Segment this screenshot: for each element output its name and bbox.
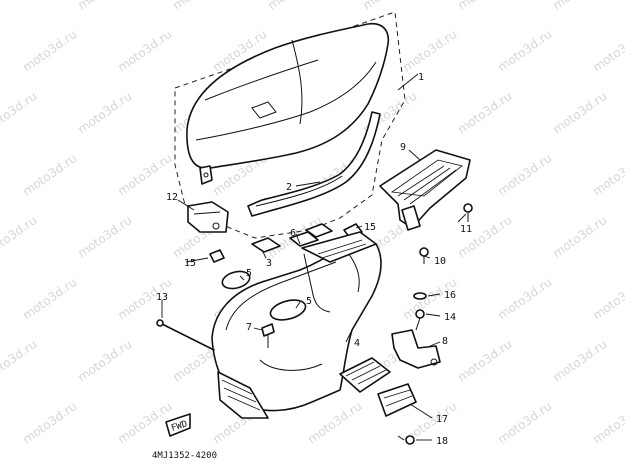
watermark-text: moto3d.ru — [115, 27, 174, 74]
watermark-text: moto3d.ru — [75, 213, 134, 260]
watermark-text: moto3d.ru — [455, 0, 514, 12]
watermark-text: moto3d.ru — [20, 151, 79, 198]
part-numbers: 1 2 3 4 5 5 6 7 8 9 10 11 12 13 14 15 15… — [156, 72, 472, 447]
part-label-13: 13 — [156, 292, 168, 303]
lid-5-right — [269, 299, 307, 321]
part-label-5-right: 5 — [306, 296, 312, 307]
watermark-text: moto3d.ru — [20, 27, 79, 74]
fastener-10 — [419, 247, 429, 264]
bolt-13 — [156, 319, 215, 351]
part-label-9: 9 — [400, 142, 406, 153]
watermark-text: moto3d.ru — [550, 213, 609, 260]
part-label-6: 6 — [290, 228, 296, 239]
part-label-15-left: 15 — [184, 258, 196, 269]
part-label-1: 1 — [418, 72, 424, 83]
part-label-4: 4 — [354, 338, 360, 349]
pad-6b — [305, 223, 333, 238]
diagram-code: 4MJ1352-4200 — [152, 451, 217, 461]
part-label-3: 3 — [266, 258, 272, 269]
part-label-17: 17 — [436, 414, 448, 425]
fastener-15-left — [209, 249, 225, 263]
watermark-text: moto3d.ru — [75, 337, 134, 384]
watermark-text: moto3d.ru — [455, 89, 514, 136]
watermark-text: moto3d.ru — [495, 399, 554, 446]
watermark-text: moto3d.ru — [495, 275, 554, 322]
lid-5-left — [221, 270, 251, 290]
watermark-text: moto3d.ru — [75, 0, 134, 12]
watermark-text: moto3d.ru — [590, 27, 625, 74]
part-label-15-top: 15 — [364, 222, 376, 233]
fwd-arrow-icon: FWD — [165, 413, 191, 437]
part-label-16: 16 — [444, 290, 456, 301]
watermark-text: moto3d.ru — [550, 337, 609, 384]
part-label-8: 8 — [442, 336, 448, 347]
screw-7 — [261, 323, 275, 348]
cover-17 — [377, 383, 417, 417]
part-label-14: 14 — [444, 312, 456, 323]
watermark-text: moto3d.ru — [305, 399, 364, 446]
watermark-text: moto3d.ru — [550, 0, 609, 12]
part-label-5-left: 5 — [246, 268, 252, 279]
part-label-7: 7 — [246, 322, 252, 333]
leader-lines — [161, 73, 467, 441]
part-label-10: 10 — [434, 256, 446, 267]
watermark-text: moto3d.ru — [400, 27, 459, 74]
watermark-text: moto3d.ru — [75, 89, 134, 136]
watermark-text: moto3d.ru — [20, 399, 79, 446]
hinge — [187, 201, 229, 233]
watermark-text: moto3d.ru — [455, 213, 514, 260]
watermark-text: moto3d.ru — [20, 275, 79, 322]
watermark-text: moto3d.ru — [170, 0, 229, 12]
watermark-text: moto3d.ru — [0, 337, 40, 384]
watermark-text: moto3d.ru — [590, 399, 625, 446]
washer-16 — [413, 292, 427, 300]
watermark-text: moto3d.ru — [590, 151, 625, 198]
watermark-text: moto3d.ru — [0, 89, 40, 136]
seat — [186, 22, 390, 185]
seat-trim — [247, 111, 381, 217]
part-label-2: 2 — [286, 182, 292, 193]
watermark-text: moto3d.ru — [550, 89, 609, 136]
watermark-text: moto3d.ru — [495, 151, 554, 198]
storage-box — [211, 231, 391, 419]
pad-3 — [251, 237, 281, 253]
watermark-text: moto3d.ru — [455, 337, 514, 384]
screw-14 — [415, 309, 425, 331]
fwd-label: FWD — [170, 419, 189, 434]
watermark-text: moto3d.ru — [360, 0, 419, 12]
part-label-11: 11 — [460, 224, 472, 235]
screw-18 — [397, 435, 415, 445]
bracket — [379, 149, 471, 231]
watermark-text: moto3d.ru — [0, 0, 40, 12]
part-label-18: 18 — [436, 436, 448, 447]
part-label-12: 12 — [166, 192, 178, 203]
watermark-text: moto3d.ru — [495, 27, 554, 74]
pad-6a — [289, 231, 319, 247]
fastener-11 — [463, 203, 473, 222]
watermark-text: moto3d.ru — [265, 0, 324, 12]
watermark-text: moto3d.ru — [0, 213, 40, 260]
latch-8 — [391, 329, 441, 369]
watermark-text: moto3d.ru — [590, 275, 625, 322]
